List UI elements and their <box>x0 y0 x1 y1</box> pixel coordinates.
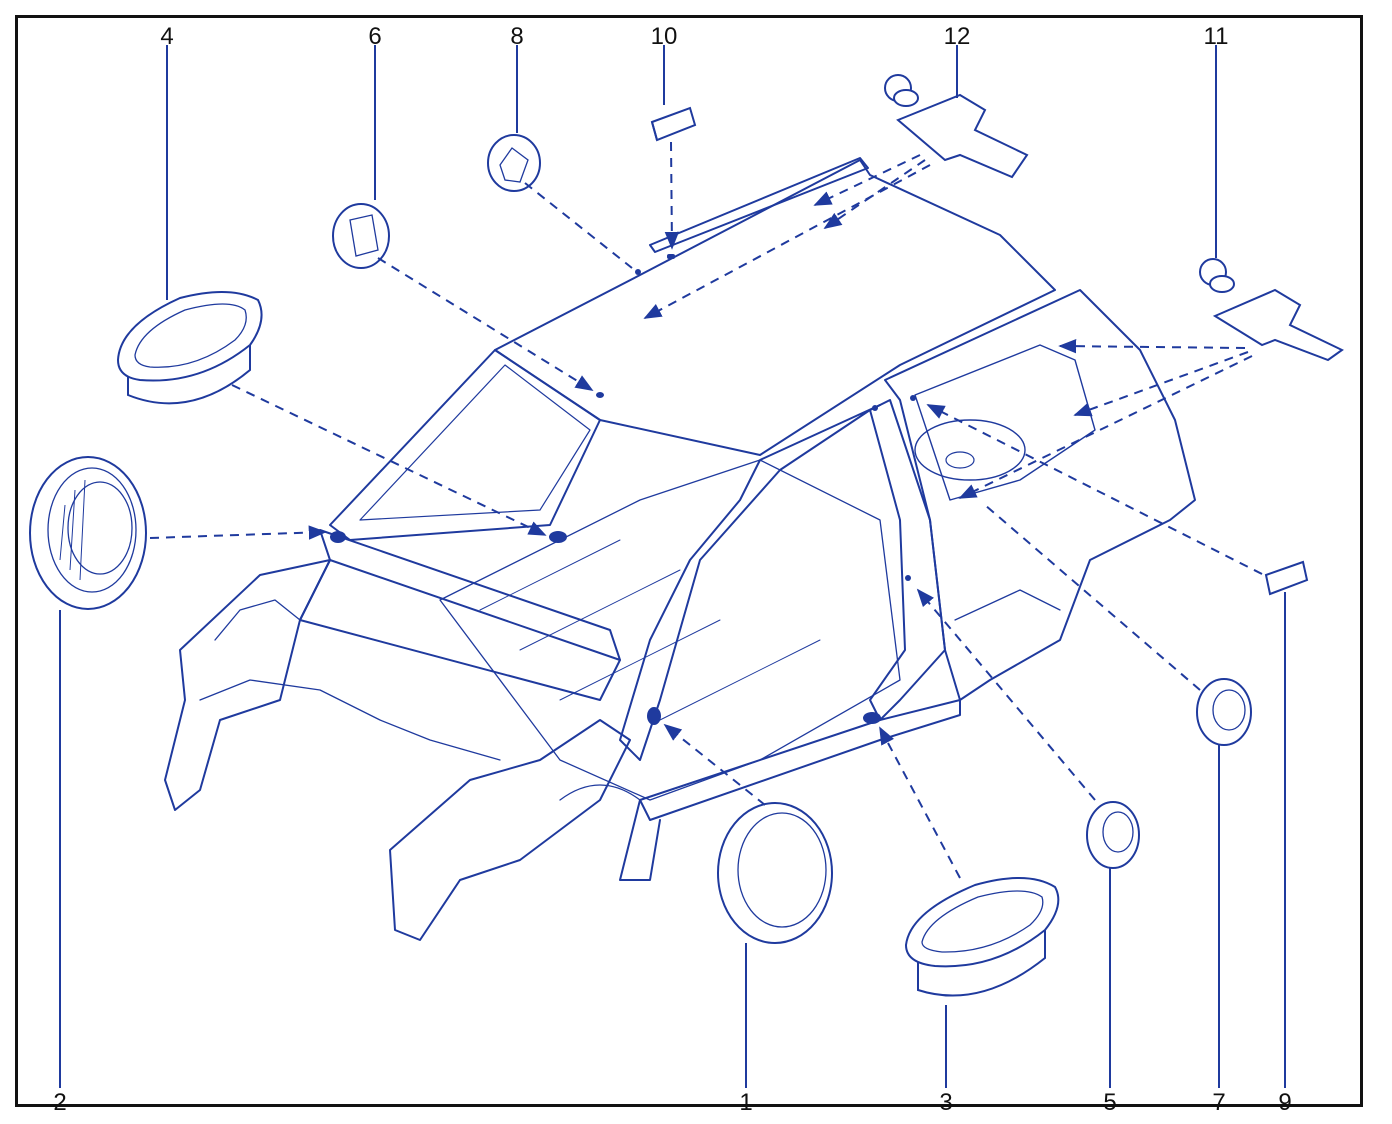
part-8-clip <box>487 134 541 192</box>
line-11c <box>958 355 1253 499</box>
hole-7 <box>910 395 916 401</box>
line-10 <box>664 141 680 250</box>
line-6 <box>377 257 594 391</box>
part-11-sound-pad <box>1199 258 1344 362</box>
part-3-oval-plug <box>904 877 1060 997</box>
part-4-oval-plug <box>116 291 263 405</box>
rear-quarter-panel <box>884 289 1196 701</box>
leader-lines <box>59 45 1286 1088</box>
line-12b <box>823 159 926 230</box>
line-11b <box>1073 351 1249 417</box>
part-6-clip <box>332 203 390 269</box>
parts <box>29 74 1344 997</box>
line-12a <box>813 154 921 206</box>
callout-labels: 4 6 8 10 12 11 2 1 3 5 7 9 <box>53 23 1291 1116</box>
part-10-pad <box>650 106 697 142</box>
line-11a <box>1058 338 1246 354</box>
hole-2 <box>330 531 346 543</box>
callout-10: 10 <box>651 23 678 50</box>
callout-11: 11 <box>1204 23 1229 50</box>
callout-6: 6 <box>368 23 381 50</box>
callout-7: 7 <box>1212 1089 1225 1116</box>
callout-5: 5 <box>1103 1089 1116 1116</box>
callout-12: 12 <box>944 23 971 50</box>
assembly-lines <box>149 141 1263 879</box>
hole-3 <box>863 712 881 724</box>
part-9-pad <box>1264 560 1309 596</box>
hole-6 <box>596 392 604 398</box>
line-4 <box>231 384 547 536</box>
callout-3: 3 <box>939 1089 952 1116</box>
a-pillar <box>619 404 881 761</box>
front-structure <box>164 559 331 811</box>
line-7 <box>984 504 1201 691</box>
roof-rail <box>649 157 869 253</box>
line-1 <box>663 723 766 806</box>
windshield-frame <box>329 349 601 541</box>
roof-panel <box>494 159 1056 456</box>
hole-8 <box>635 269 641 275</box>
hole-9 <box>872 405 878 411</box>
floor-panel <box>439 459 901 801</box>
hole-1 <box>647 707 661 725</box>
part-1-large-ring <box>717 802 833 944</box>
line-8 <box>524 182 633 269</box>
part-2-round-plug <box>29 456 147 610</box>
part-5-disc <box>1086 801 1140 869</box>
side-sill <box>639 699 961 821</box>
line-3 <box>879 726 961 879</box>
callout-8: 8 <box>510 23 523 50</box>
line-12c <box>643 164 931 319</box>
callout-2: 2 <box>53 1089 66 1116</box>
rear-window-opening <box>914 344 1096 501</box>
b-pillar <box>869 399 946 721</box>
hole-10 <box>667 254 675 259</box>
spare-wheel-well <box>914 419 1026 481</box>
line-2 <box>149 525 327 540</box>
part-7-disc <box>1196 678 1252 746</box>
callout-4: 4 <box>160 23 173 50</box>
line-5 <box>916 588 1096 801</box>
callout-9: 9 <box>1278 1089 1291 1116</box>
hole-4 <box>549 531 567 543</box>
hole-5 <box>905 575 911 581</box>
part-12-sound-pad <box>884 74 1029 179</box>
line-9 <box>926 404 1263 575</box>
car-body-shell <box>164 157 1196 941</box>
callout-1: 1 <box>739 1089 752 1116</box>
mounting-holes <box>330 254 916 725</box>
